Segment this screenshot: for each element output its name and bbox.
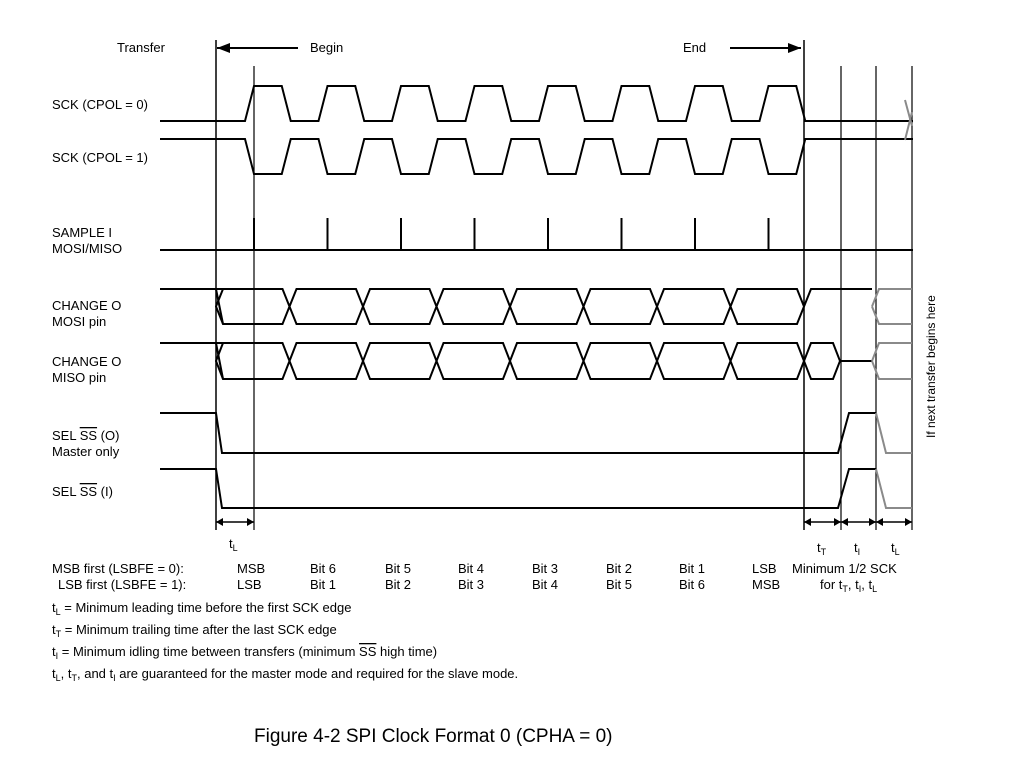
bit-label: Bit 5 [606,577,632,592]
bit-label: LSB [237,577,262,592]
figure-caption: Figure 4-2 SPI Clock Format 0 (CPHA = 0) [254,726,612,747]
bit-label: Bit 2 [385,577,411,592]
tL-label: tL [229,536,238,553]
bit-label: Bit 6 [679,577,705,592]
sck-ghost-waveform [904,111,913,141]
bit-label: Bit 2 [606,561,632,576]
mosi-label-2: MOSI pin [52,314,106,329]
bit-label: Bit 5 [385,561,411,576]
sel-ss-in-ghost [875,468,912,509]
mosi-label-1: CHANGE O [52,298,121,313]
end-arrowhead [788,43,801,53]
transfer-label: Transfer [117,40,166,55]
note-tT: tT = Minimum trailing time after the las… [52,622,337,639]
note-tI: tI = Minimum idling time between transfe… [52,644,437,661]
ss-overbar-text: SS [80,428,98,443]
tL2-label: tL [891,540,900,557]
bit-label: MSB [752,577,780,592]
sck-ghost-waveform-2 [904,99,913,127]
sample-ticks [253,218,770,250]
sel-ss-out-waveform [160,412,876,454]
bit-label: Bit 3 [532,561,558,576]
sck-cpol0-waveform [160,85,913,122]
sel-ss-out-label: SEL SS (O) [52,428,119,443]
bit-label: LSB [752,561,777,576]
sck-cpol1-label: SCK (CPOL = 1) [52,150,148,165]
sck-cpol1-waveform [160,138,913,175]
bit-label: MSB [237,561,265,576]
begin-label: Begin [310,40,343,55]
begin-arrowhead [217,43,230,53]
tI-label: tI [854,540,860,557]
note-guaranteed: tL, tT, and tI are guaranteed for the ma… [52,666,518,683]
lsb-first-label: LSB first (LSBFE = 1): [58,577,186,592]
msb-first-label: MSB first (LSBFE = 0): [52,561,184,576]
tT-label: tT [817,540,827,557]
end-label: End [683,40,706,55]
sel-ss-in-label: SEL SS (I) [52,484,113,499]
miso-label-2: MISO pin [52,370,106,385]
bit-label: Bit 1 [310,577,336,592]
sck-cpol0-label: SCK (CPOL = 0) [52,97,148,112]
miso-label-1: CHANGE O [52,354,121,369]
note-tL: tL = Minimum leading time before the fir… [52,600,351,617]
bit-label: Bit 4 [532,577,558,592]
sample-label-1: SAMPLE I [52,225,112,240]
bit-label: Bit 4 [458,561,484,576]
minimum-half-sck-label: Minimum 1/2 SCK [792,561,897,576]
bit-label: Bit 3 [458,577,484,592]
master-only-label: Master only [52,444,120,459]
bit-label: Bit 6 [310,561,336,576]
minimum-for-label: for tT, tI, tL [820,577,877,594]
lsb-bit-row: LSB Bit 1 Bit 2 Bit 3 Bit 4 Bit 5 Bit 6 MSB [237,577,780,592]
sel-ss-in-waveform [160,468,876,509]
sel-ss-out-ghost [875,412,912,454]
sample-label-2: MOSI/MISO [52,241,122,256]
next-transfer-label: If next transfer begins here [924,295,938,438]
bit-label: Bit 1 [679,561,705,576]
msb-bit-row: MSB Bit 6 Bit 5 Bit 4 Bit 3 Bit 2 Bit 1 LSB [237,561,777,576]
timing-arrows [216,518,912,526]
mosi-waveform [160,288,912,325]
miso-waveform [160,342,912,380]
